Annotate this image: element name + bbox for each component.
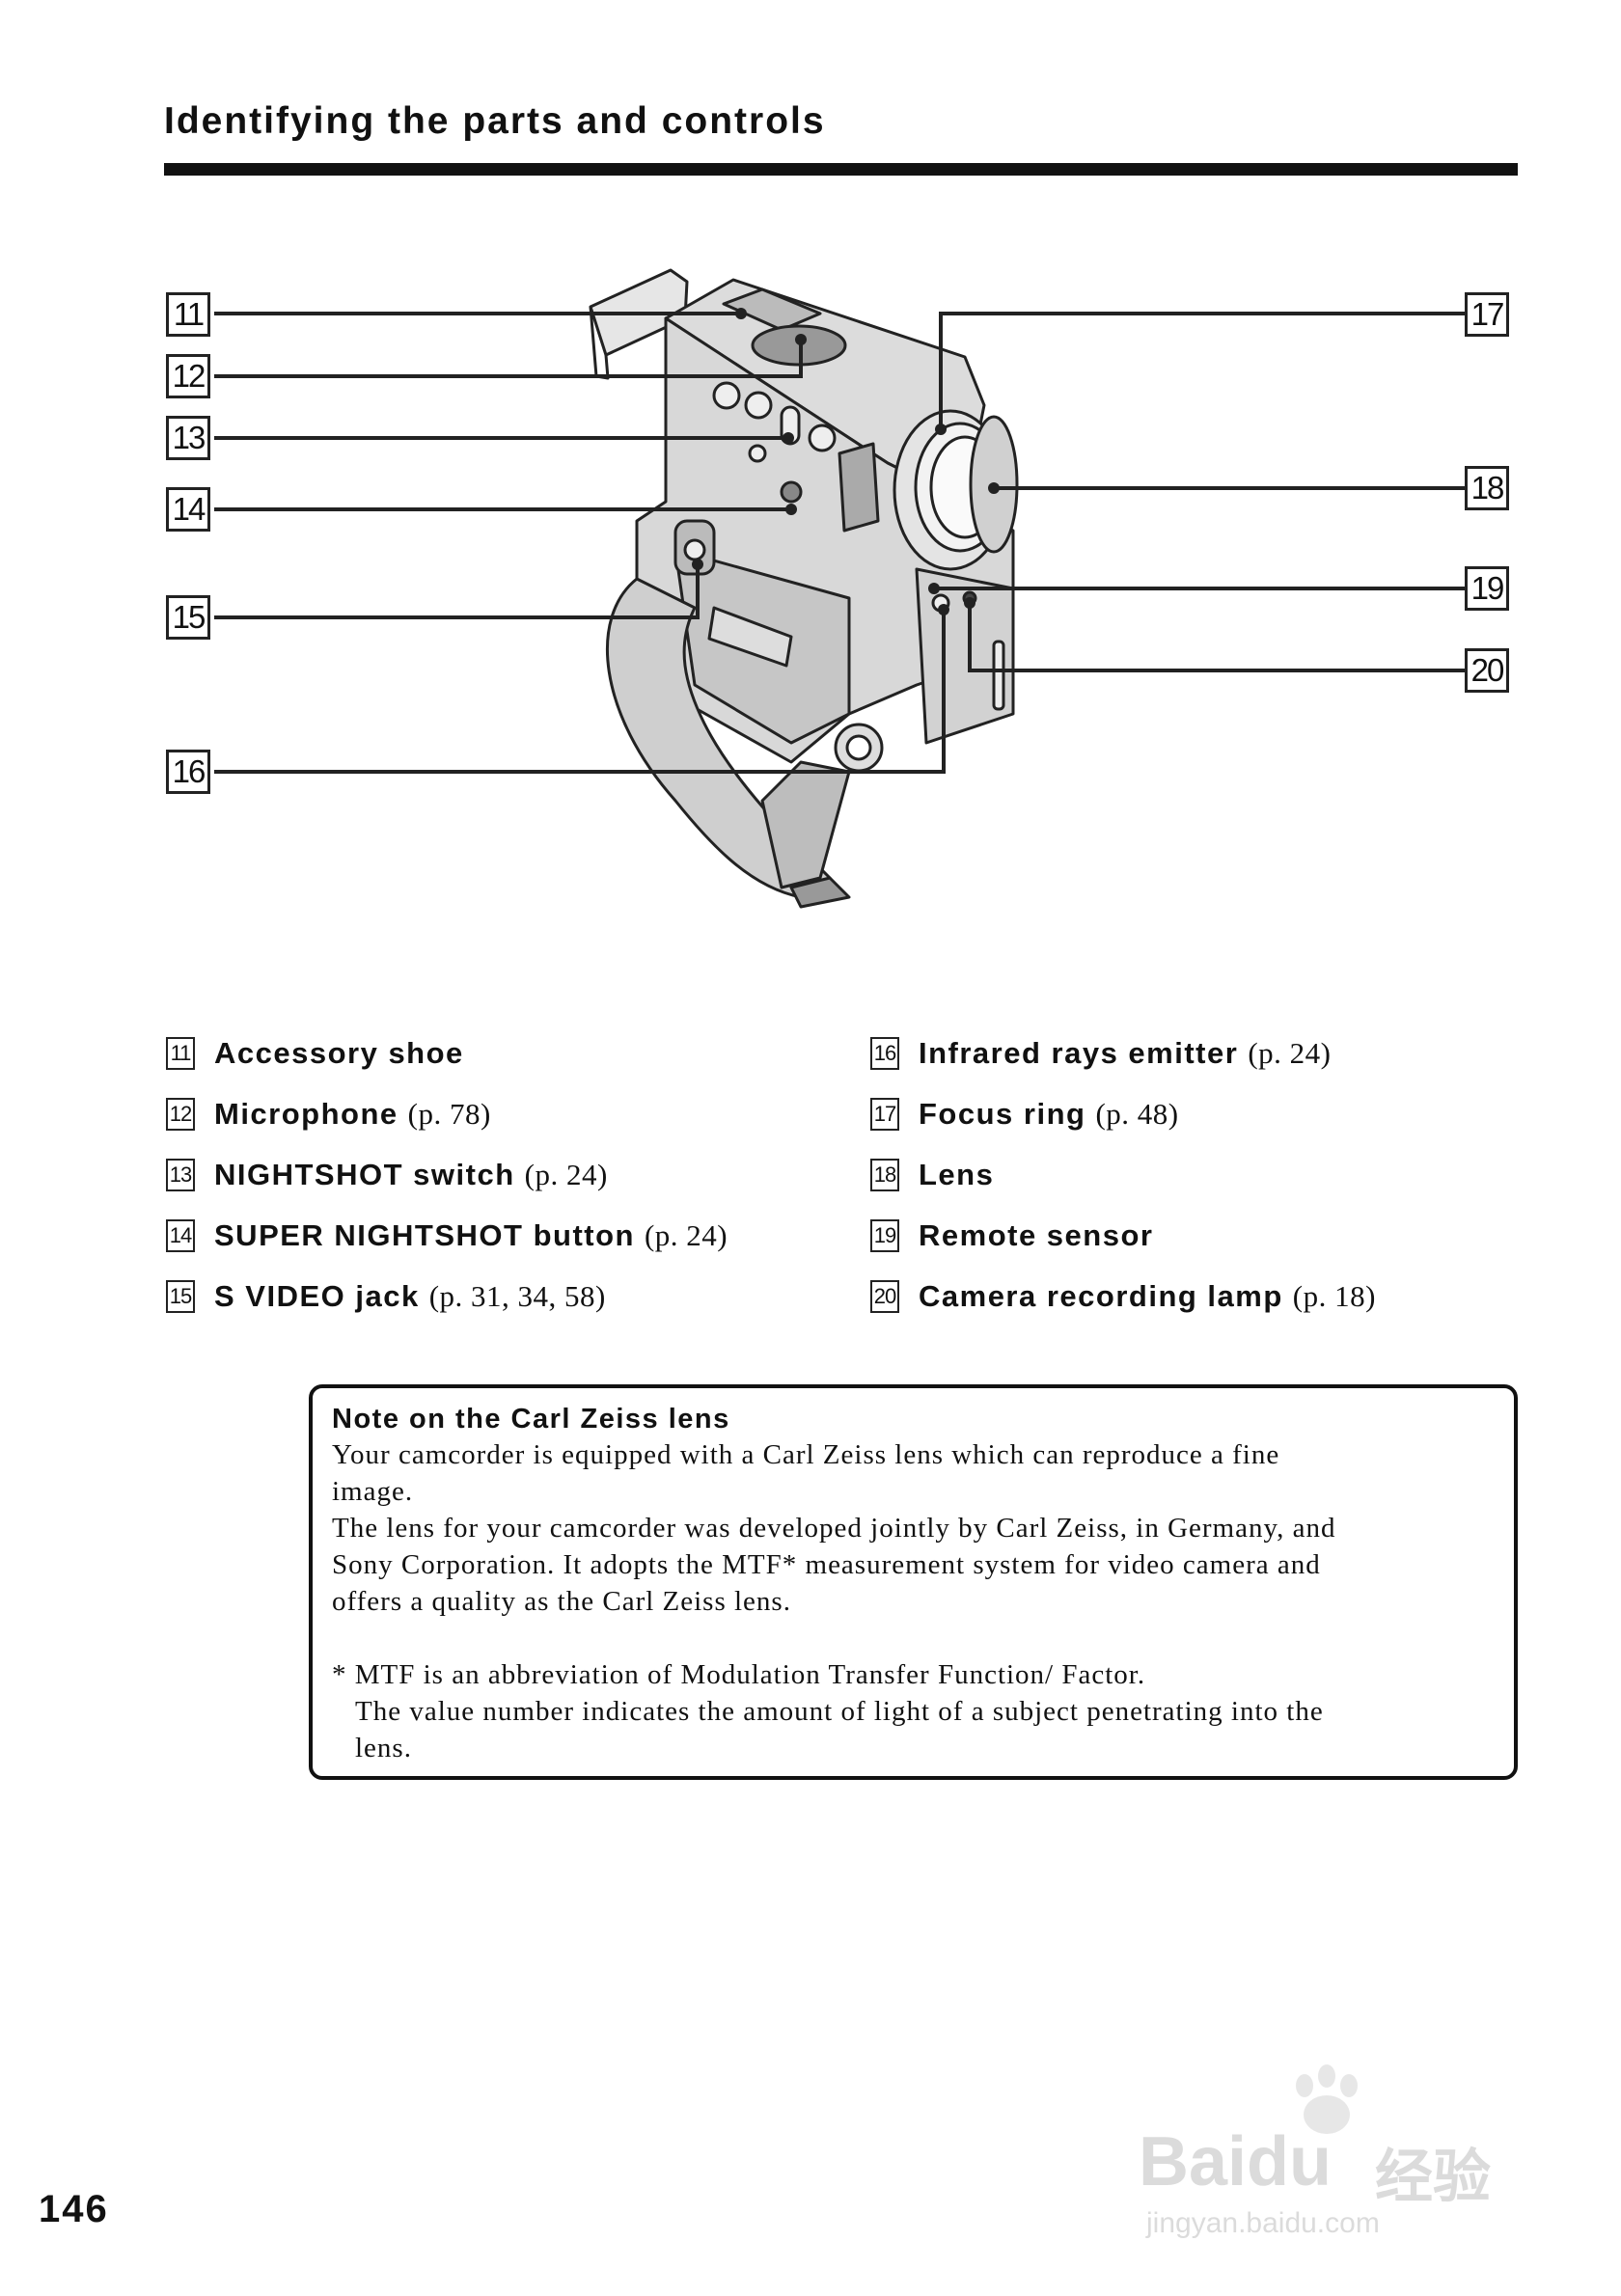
part-number: 16 bbox=[870, 1036, 899, 1070]
part-name: Camera recording lamp bbox=[919, 1278, 1283, 1313]
callout-13: 13 bbox=[166, 416, 210, 460]
part-number: 14 bbox=[166, 1218, 195, 1252]
footnote-line: * MTF is an abbreviation of Modulation T… bbox=[332, 1659, 1146, 1690]
list-item: 17 Focus ring (p. 48) bbox=[870, 1083, 1376, 1144]
list-item: 12 Microphone (p. 78) bbox=[166, 1083, 728, 1144]
callout-19: 19 bbox=[1465, 566, 1509, 611]
part-number: 19 bbox=[870, 1218, 899, 1252]
note-line: The lens for your camcorder was develope… bbox=[332, 1513, 1336, 1544]
part-name: Accessory shoe bbox=[214, 1035, 464, 1070]
list-item: 14 SUPER NIGHTSHOT button (p. 24) bbox=[166, 1205, 728, 1266]
callout-12: 12 bbox=[166, 354, 210, 398]
watermark-url: jingyan.baidu.com bbox=[1146, 2207, 1380, 2239]
part-name: S VIDEO jack bbox=[214, 1278, 420, 1313]
callout-11: 11 bbox=[166, 292, 210, 337]
part-number: 12 bbox=[166, 1097, 195, 1131]
part-name: Infrared rays emitter bbox=[919, 1035, 1239, 1070]
title-rule bbox=[164, 163, 1518, 176]
page-title: Identifying the parts and controls bbox=[164, 100, 826, 142]
note-line: Sony Corporation. It adopts the MTF* mea… bbox=[332, 1549, 1321, 1580]
callout-15: 15 bbox=[166, 595, 210, 640]
part-number: 15 bbox=[166, 1279, 195, 1313]
callout-16: 16 bbox=[166, 750, 210, 794]
note-line: Your camcorder is equipped with a Carl Z… bbox=[332, 1439, 1280, 1470]
note-box: Note on the Carl Zeiss lens Your camcord… bbox=[309, 1384, 1518, 1780]
page-reference: (p. 24) bbox=[524, 1157, 608, 1191]
note-line: image. bbox=[332, 1476, 414, 1507]
note-title: Note on the Carl Zeiss lens bbox=[332, 1404, 730, 1435]
list-item: 13 NIGHTSHOT switch (p. 24) bbox=[166, 1144, 728, 1205]
callout-18: 18 bbox=[1465, 466, 1509, 510]
part-number: 20 bbox=[870, 1279, 899, 1313]
part-number: 17 bbox=[870, 1097, 899, 1131]
part-number: 18 bbox=[870, 1158, 899, 1191]
parts-list-right: 16 Infrared rays emitter (p. 24) 17 Focu… bbox=[870, 1023, 1376, 1326]
part-name: NIGHTSHOT switch bbox=[214, 1157, 515, 1191]
page-reference: (p. 24) bbox=[644, 1217, 728, 1252]
paw-icon bbox=[1296, 2064, 1358, 2134]
page-reference: (p. 78) bbox=[407, 1096, 491, 1131]
page-reference: (p. 31, 34, 58) bbox=[428, 1278, 606, 1313]
part-name: SUPER NIGHTSHOT button bbox=[214, 1217, 635, 1252]
callout-20: 20 bbox=[1465, 648, 1509, 693]
part-number: 13 bbox=[166, 1158, 195, 1191]
camcorder-illustration bbox=[214, 268, 1467, 909]
page-number: 146 bbox=[39, 2188, 109, 2230]
part-number: 11 bbox=[166, 1036, 195, 1070]
callout-14: 14 bbox=[166, 487, 210, 532]
list-item: 19 Remote sensor bbox=[870, 1205, 1376, 1266]
watermark-cn: 经验 bbox=[1375, 2145, 1491, 2209]
list-item: 18 Lens bbox=[870, 1144, 1376, 1205]
note-line: offers a quality as the Carl Zeiss lens. bbox=[332, 1586, 791, 1617]
page-reference: (p. 18) bbox=[1292, 1278, 1376, 1313]
callout-17: 17 bbox=[1465, 292, 1509, 337]
list-item: 15 S VIDEO jack (p. 31, 34, 58) bbox=[166, 1266, 728, 1326]
parts-list-left: 11 Accessory shoe 12 Microphone (p. 78) … bbox=[166, 1023, 728, 1326]
watermark-brand: Baidu bbox=[1139, 2123, 1333, 2200]
part-name: Lens bbox=[919, 1157, 995, 1191]
footnote-line: lens. bbox=[355, 1733, 412, 1763]
camcorder-figure: 11 12 13 14 15 16 17 18 19 20 bbox=[0, 260, 1621, 936]
part-name: Focus ring bbox=[919, 1096, 1086, 1131]
part-name: Remote sensor bbox=[919, 1217, 1154, 1252]
list-item: 11 Accessory shoe bbox=[166, 1023, 728, 1083]
footnote-line: The value number indicates the amount of… bbox=[355, 1696, 1324, 1727]
page-reference: (p. 24) bbox=[1248, 1035, 1332, 1070]
list-item: 20 Camera recording lamp (p. 18) bbox=[870, 1266, 1376, 1326]
page-reference: (p. 48) bbox=[1095, 1096, 1179, 1131]
footnote: * MTF is an abbreviation of Modulation T… bbox=[332, 1656, 1493, 1766]
baidu-watermark: Baidu 经验 jingyan.baidu.com bbox=[1139, 2064, 1553, 2239]
part-name: Microphone bbox=[214, 1096, 398, 1131]
list-item: 16 Infrared rays emitter (p. 24) bbox=[870, 1023, 1376, 1083]
